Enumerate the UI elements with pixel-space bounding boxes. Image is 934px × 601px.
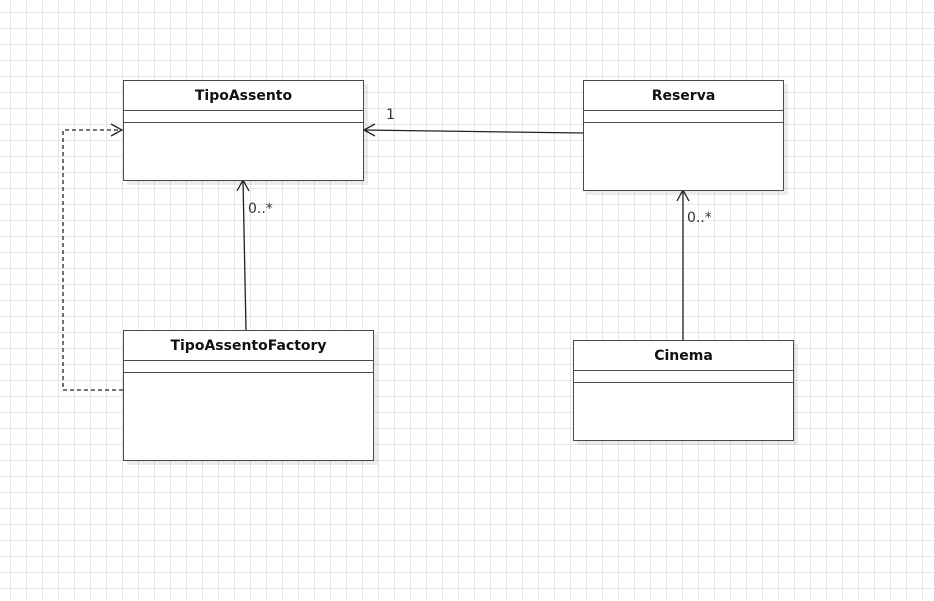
class-name: Reserva [584,81,783,111]
open-arrowhead-icon [362,123,376,137]
class-tipoassento[interactable]: TipoAssento [123,80,364,181]
multiplicity-label: 0..* [248,201,273,217]
class-tipoassentofactory[interactable]: TipoAssentoFactory [123,330,374,461]
association-factory-tipoassento[interactable]: 0..* [236,178,273,331]
attributes-compartment [574,371,793,383]
class-name: Cinema [574,341,793,371]
attributes-compartment [124,111,363,123]
association-cinema-reserva[interactable]: 0..* [676,188,712,340]
class-name: TipoAssentoFactory [124,331,373,361]
class-name: TipoAssento [124,81,363,111]
dependency-factory-tipoassento[interactable] [62,123,124,391]
attributes-compartment [124,361,373,373]
multiplicity-label: 0..* [687,210,712,226]
multiplicity-label: 1 [386,107,395,123]
class-reserva[interactable]: Reserva [583,80,784,191]
attributes-compartment [584,111,783,123]
association-reserva-tipoassento[interactable]: 1 [362,107,584,137]
open-arrowhead-icon [110,123,124,137]
class-cinema[interactable]: Cinema [573,340,794,441]
